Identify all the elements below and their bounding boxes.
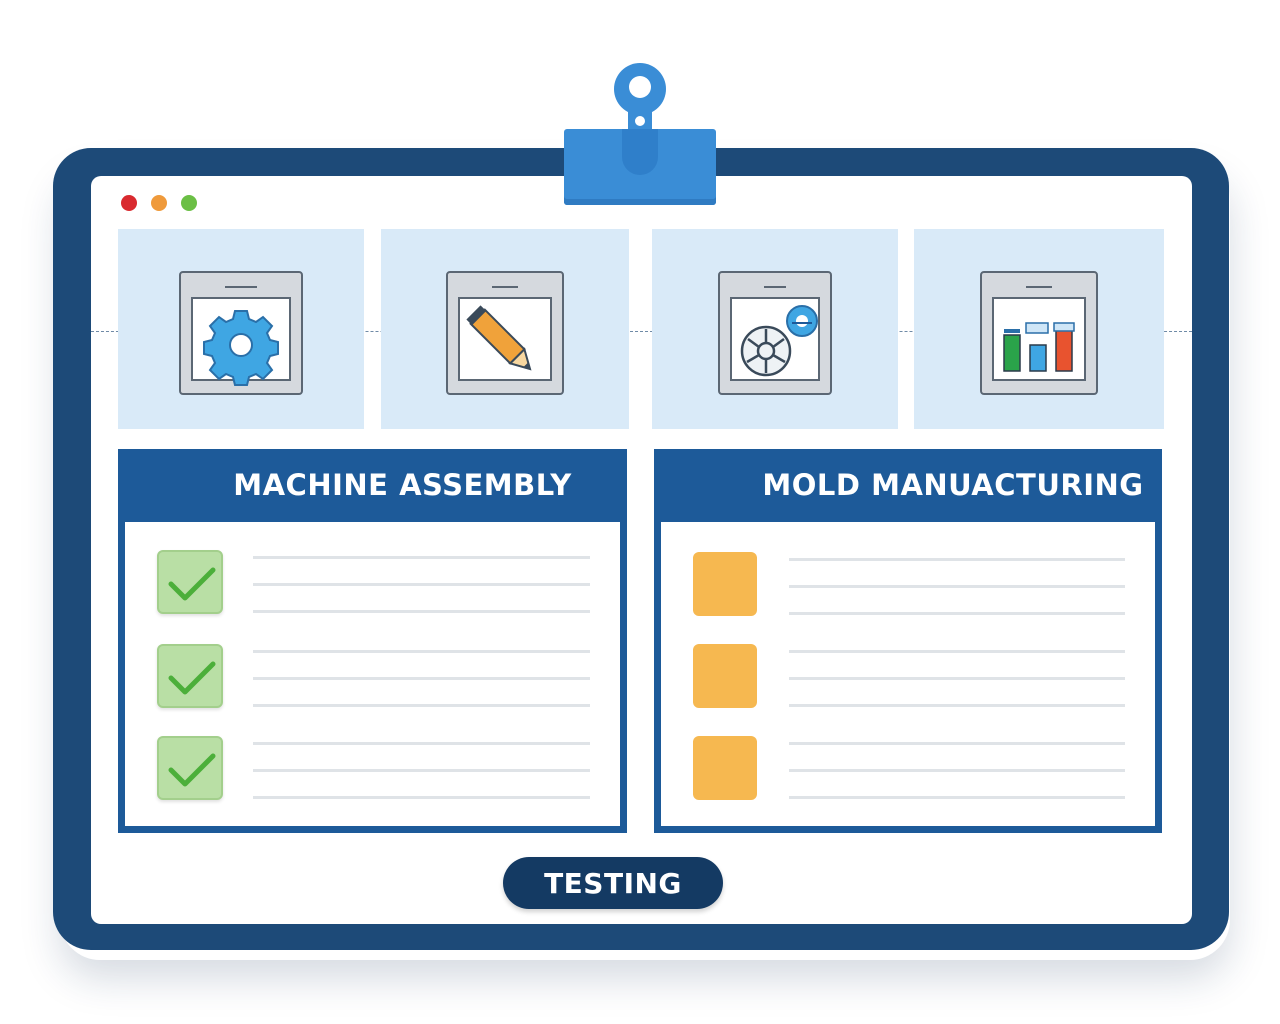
checkmark-icon bbox=[168, 753, 216, 787]
checklist-item[interactable] bbox=[661, 736, 1155, 806]
testing-button[interactable]: TESTING bbox=[503, 857, 723, 909]
machine-assembly-panel: MACHINE ASSEMBLY bbox=[118, 449, 627, 833]
step-tile-design[interactable] bbox=[381, 229, 629, 429]
placeholder-text-lines bbox=[253, 650, 590, 731]
checklist-item[interactable] bbox=[661, 644, 1155, 714]
checkbox-checked[interactable] bbox=[157, 736, 223, 800]
mold-wheel-icon bbox=[740, 305, 818, 377]
binder-clip bbox=[564, 129, 716, 205]
mold-manufacturing-panel: MOLD MANUACTURING bbox=[654, 449, 1162, 833]
checklist-item[interactable] bbox=[125, 736, 620, 806]
checkbox-pending[interactable] bbox=[693, 552, 757, 616]
checkbox-pending[interactable] bbox=[693, 736, 757, 800]
checklist-item[interactable] bbox=[661, 552, 1155, 622]
process-connector-line bbox=[91, 331, 1192, 332]
checkmark-icon bbox=[168, 661, 216, 695]
checkbox-checked[interactable] bbox=[157, 644, 223, 708]
checkbox-pending[interactable] bbox=[693, 644, 757, 708]
checkmark-icon bbox=[168, 567, 216, 601]
mold-manufacturing-title: MOLD MANUACTURING bbox=[762, 468, 1144, 502]
placeholder-text-lines bbox=[789, 650, 1125, 731]
analytics-window-icon bbox=[980, 271, 1098, 395]
bar-chart-icon bbox=[1003, 322, 1075, 372]
machine-assembly-title: MACHINE ASSEMBLY bbox=[233, 468, 572, 502]
design-window-icon bbox=[446, 271, 564, 395]
checklist-item[interactable] bbox=[125, 550, 620, 620]
window-minimize-dot[interactable] bbox=[151, 195, 167, 211]
step-tile-settings[interactable] bbox=[118, 229, 364, 429]
placeholder-text-lines bbox=[789, 742, 1125, 823]
settings-window-icon bbox=[179, 271, 303, 395]
step-tile-mold[interactable] bbox=[652, 229, 898, 429]
window-maximize-dot[interactable] bbox=[181, 195, 197, 211]
step-tile-analytics[interactable] bbox=[914, 229, 1164, 429]
window-close-dot[interactable] bbox=[121, 195, 137, 211]
mold-window-icon bbox=[718, 271, 832, 395]
gear-icon bbox=[203, 310, 279, 386]
checklist-item[interactable] bbox=[125, 644, 620, 714]
placeholder-text-lines bbox=[253, 556, 590, 637]
checkbox-checked[interactable] bbox=[157, 550, 223, 614]
placeholder-text-lines bbox=[789, 558, 1125, 639]
pencil-icon bbox=[466, 305, 532, 371]
placeholder-text-lines bbox=[253, 742, 590, 823]
